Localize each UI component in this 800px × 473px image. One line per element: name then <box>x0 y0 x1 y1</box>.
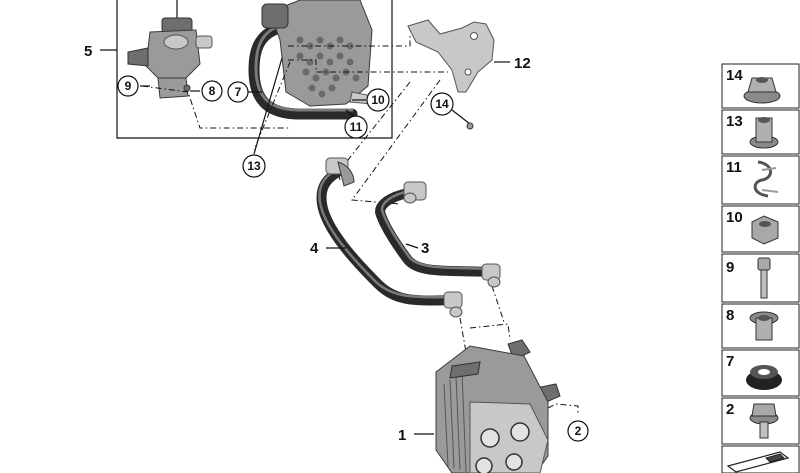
canister <box>414 339 561 473</box>
svg-text:8: 8 <box>726 307 734 324</box>
bracket <box>407 19 510 93</box>
callout-1: 1 <box>398 427 406 444</box>
assembly-frame <box>100 0 393 139</box>
pump-unit <box>127 0 213 99</box>
callout-10: 10 <box>366 88 390 112</box>
svg-text:13: 13 <box>247 159 261 173</box>
svg-text:7: 7 <box>235 85 242 99</box>
rubber-grommet-icon <box>746 365 782 390</box>
svg-text:1: 1 <box>398 427 406 444</box>
svg-text:10: 10 <box>726 209 743 226</box>
svg-text:2: 2 <box>726 401 734 418</box>
parts-cell: 10 <box>721 205 800 253</box>
svg-text:14: 14 <box>726 67 743 84</box>
callout-7: 7 <box>227 81 249 103</box>
svg-text:9: 9 <box>726 259 734 276</box>
parts-column: 14 13 11 10 <box>721 63 800 473</box>
svg-text:10: 10 <box>371 93 385 107</box>
callout-8: 8 <box>201 80 223 102</box>
hex-nut-icon <box>751 215 779 245</box>
svg-text:14: 14 <box>435 97 449 111</box>
nut-leader <box>451 109 474 130</box>
callout-14: 14 <box>430 92 454 116</box>
hex-bolt-icon <box>749 403 779 439</box>
svg-text:9: 9 <box>125 79 132 93</box>
hose-4 <box>316 157 463 318</box>
hose-clip-icon <box>753 160 779 198</box>
svg-text:11: 11 <box>350 120 363 134</box>
valve-block <box>261 0 373 107</box>
callout-9: 9 <box>117 75 139 97</box>
hose-3 <box>375 181 501 288</box>
callout-5: 5 <box>84 43 92 60</box>
svg-text:7: 7 <box>726 353 734 370</box>
callout-2: 2 <box>567 420 589 442</box>
parts-cell: 13 <box>721 109 800 155</box>
callout-4: 4 <box>310 240 319 257</box>
parts-cell: 7 <box>721 349 800 397</box>
bushing-sleeve-icon <box>749 311 779 341</box>
svg-text:2: 2 <box>575 424 582 438</box>
svg-text:12: 12 <box>514 55 531 72</box>
callout-11: 11 <box>344 115 368 139</box>
parts-cell: 9 <box>721 253 800 303</box>
callout-3: 3 <box>421 240 429 257</box>
parts-cell <box>721 445 800 473</box>
svg-text:5: 5 <box>84 43 92 60</box>
callout-13: 13 <box>242 154 266 178</box>
parts-cell: 8 <box>721 303 800 349</box>
hose-upper <box>248 22 358 120</box>
hex-flange-nut-icon <box>743 77 781 104</box>
parts-cell: 11 <box>721 155 800 205</box>
collar-nut-icon <box>749 117 779 149</box>
leader-lines <box>140 57 419 249</box>
svg-text:8: 8 <box>209 84 216 98</box>
svg-text:13: 13 <box>726 113 743 130</box>
hex-socket-bolt-icon <box>757 257 771 299</box>
svg-text:11: 11 <box>726 159 742 176</box>
callout-12: 12 <box>514 55 531 72</box>
svg-text:3: 3 <box>421 240 429 257</box>
parts-cell: 2 <box>721 397 800 445</box>
svg-text:4: 4 <box>310 240 319 257</box>
parts-cell: 14 <box>721 63 800 109</box>
gasket-strip-icon <box>726 451 790 473</box>
